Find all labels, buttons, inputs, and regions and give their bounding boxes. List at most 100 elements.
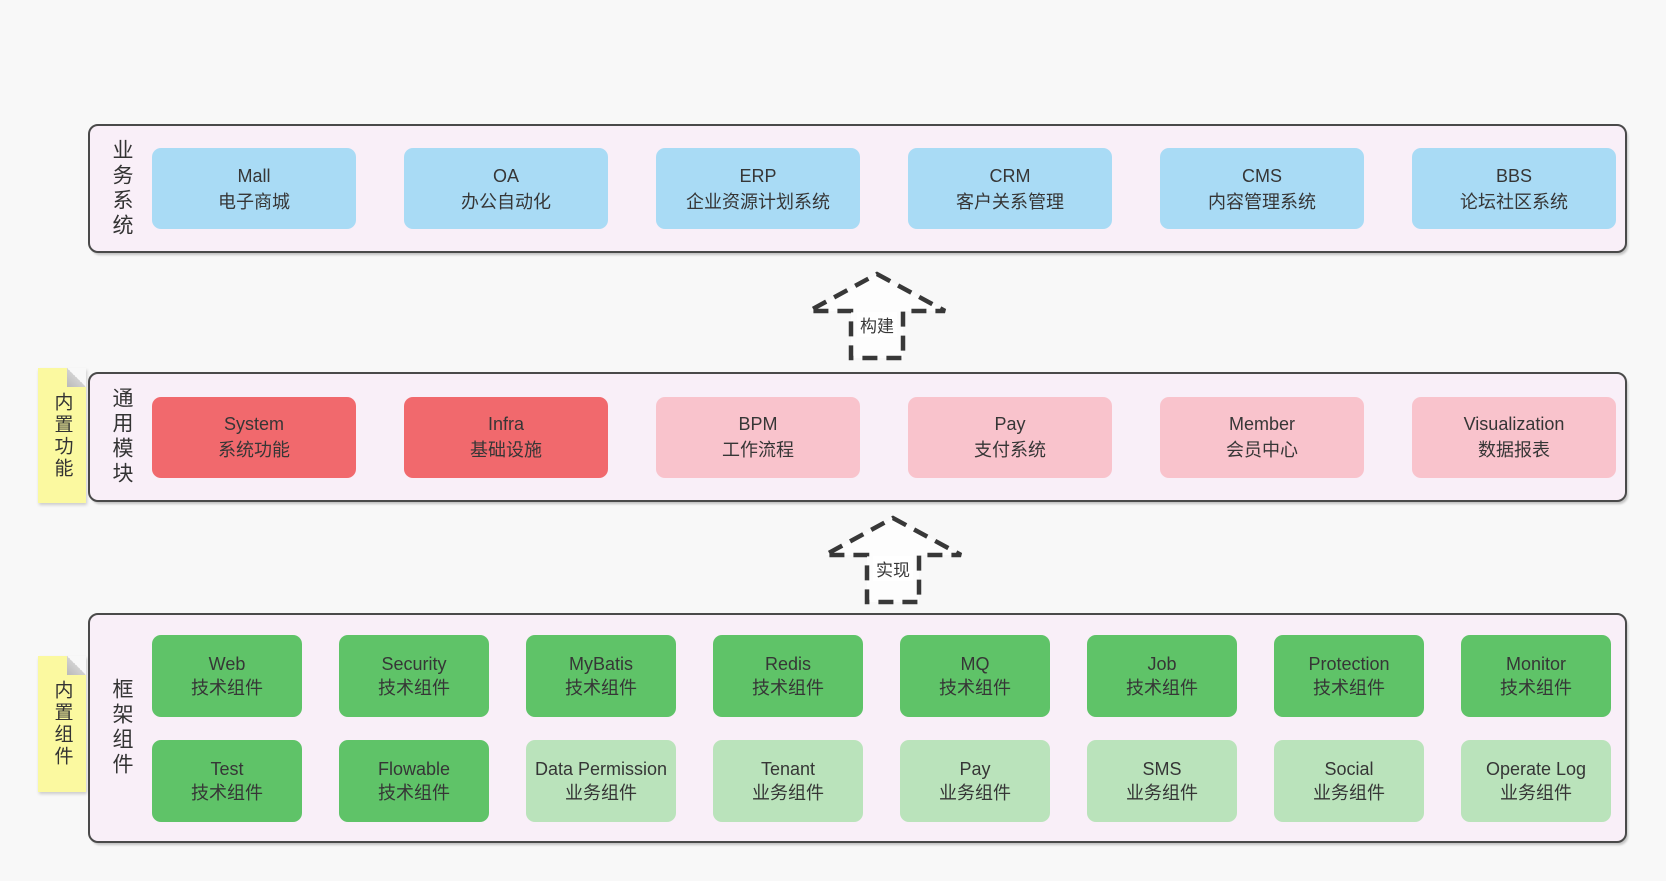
box-title: BBS [1495,165,1533,186]
box-title: Data Permission [534,758,668,779]
layer-label-text: 通用模块 [110,387,133,487]
box-visualization: Visualization 数据报表 [1412,396,1616,478]
arrow-implement-label: 实现 [873,556,913,581]
box-subtitle: 业务组件 [939,782,1011,803]
box-title: Member [1228,414,1295,434]
box-member: Member 会员中心 [1160,396,1364,478]
box-security: Security 技术组件 [339,634,489,717]
box-subtitle: 业务组件 [565,782,637,803]
layer-label-text: 框架组件 [110,678,133,778]
box-subtitle: 内容管理系统 [1208,191,1316,212]
box-erp: ERP 企业资源计划系统 [656,148,860,229]
arrow-build: 构建 [806,270,948,362]
box-title: Security [381,653,447,674]
box-protection: Protection 技术组件 [1274,634,1424,717]
layer-business-systems: 业务系统 Mall 电子商城 OA 办公自动化 ERP 企业资源计划系统 CRM… [88,124,1627,253]
folded-corner-icon [67,368,86,387]
box-subtitle: 支付系统 [974,440,1046,460]
box-mybatis: MyBatis 技术组件 [526,634,676,717]
box-subtitle: 会员中心 [1226,440,1298,460]
box-title: BPM [738,414,778,434]
layer-common-modules: 通用模块 System 系统功能 Infra 基础设施 BPM 工作流程 Pay… [88,372,1627,502]
box-bbs: BBS 论坛社区系统 [1412,148,1616,229]
box-monitor: Monitor 技术组件 [1461,634,1611,717]
box-subtitle: 企业资源计划系统 [686,191,830,212]
box-job: Job 技术组件 [1087,634,1237,717]
box-title: Redis [764,653,812,674]
box-subtitle: 技术组件 [565,677,637,698]
box-subtitle: 技术组件 [939,677,1011,698]
box-subtitle: 数据报表 [1478,440,1550,460]
box-flowable: Flowable 技术组件 [339,739,489,822]
box-title: OA [492,165,519,186]
box-title: MyBatis [568,653,633,674]
box-title: Operate Log [1485,758,1587,779]
box-subtitle: 业务组件 [1313,782,1385,803]
note-built-in-functions: 内置功能 [38,368,86,503]
box-title: Pay [994,414,1026,434]
box-title: Tenant [760,758,816,779]
note-text: 内置组件 [51,680,73,768]
box-oa: OA 办公自动化 [404,148,608,229]
box-web: Web 技术组件 [152,634,302,717]
box-operate-log: Operate Log 业务组件 [1461,739,1611,822]
box-title: MQ [960,653,990,674]
box-subtitle: 办公自动化 [461,191,551,212]
layer-framework-components: 框架组件 Web 技术组件 Security 技术组件 MyBatis 技术组件… [88,613,1627,843]
box-subtitle: 技术组件 [1500,677,1572,698]
layer-label-business: 业务系统 [90,126,152,251]
box-subtitle: 技术组件 [191,677,263,698]
arrow-build-label: 构建 [857,312,897,337]
box-redis: Redis 技术组件 [713,634,863,717]
box-test: Test 技术组件 [152,739,302,822]
box-mall: Mall 电子商城 [152,148,356,229]
box-subtitle: 技术组件 [191,782,263,803]
box-cms: CMS 内容管理系统 [1160,148,1364,229]
box-title: Monitor [1505,653,1567,674]
box-subtitle: 技术组件 [378,677,450,698]
box-data-permission: Data Permission 业务组件 [526,739,676,822]
box-title: CRM [989,165,1031,186]
components-box-grid: Web 技术组件 Security 技术组件 MyBatis 技术组件 Redi… [152,615,1625,841]
box-subtitle: 系统功能 [218,440,290,460]
box-subtitle: 技术组件 [1126,677,1198,698]
box-subtitle: 电子商城 [218,191,290,212]
box-title: Job [1147,653,1177,674]
box-title: Pay [959,758,991,779]
box-title: Flowable [377,758,451,779]
layer-label-components: 框架组件 [90,615,152,841]
arrow-implement: 实现 [822,514,964,606]
box-subtitle: 论坛社区系统 [1460,191,1568,212]
box-title: Infra [487,414,525,434]
box-title: Test [210,758,244,779]
box-title: SMS [1142,758,1182,779]
note-text: 内置功能 [51,391,73,480]
box-subtitle: 技术组件 [752,677,824,698]
box-subtitle: 业务组件 [1126,782,1198,803]
box-subtitle: 工作流程 [722,440,794,460]
box-subtitle: 业务组件 [752,782,824,803]
box-title: Web [208,653,246,674]
box-mq: MQ 技术组件 [900,634,1050,717]
box-system: System 系统功能 [152,396,356,478]
modules-box-row: System 系统功能 Infra 基础设施 BPM 工作流程 Pay 支付系统… [152,374,1626,500]
box-title: System [223,414,284,434]
box-social: Social 业务组件 [1274,739,1424,822]
box-infra: Infra 基础设施 [404,396,608,478]
box-title: ERP [739,165,777,186]
box-pay-system: Pay 支付系统 [908,396,1112,478]
box-title: Mall [237,165,271,186]
box-subtitle: 客户关系管理 [956,191,1064,212]
box-tenant: Tenant 业务组件 [713,739,863,822]
business-box-row: Mall 电子商城 OA 办公自动化 ERP 企业资源计划系统 CRM 客户关系… [152,126,1626,251]
box-subtitle: 业务组件 [1500,782,1572,803]
note-built-in-components: 内置组件 [38,656,86,792]
box-title: CMS [1242,165,1282,186]
layer-label-modules: 通用模块 [90,374,152,500]
box-pay-component: Pay 业务组件 [900,739,1050,822]
folded-corner-icon [67,656,86,675]
box-title: Visualization [1463,414,1565,434]
box-title: Protection [1308,653,1390,674]
box-subtitle: 基础设施 [470,440,542,460]
box-crm: CRM 客户关系管理 [908,148,1112,229]
